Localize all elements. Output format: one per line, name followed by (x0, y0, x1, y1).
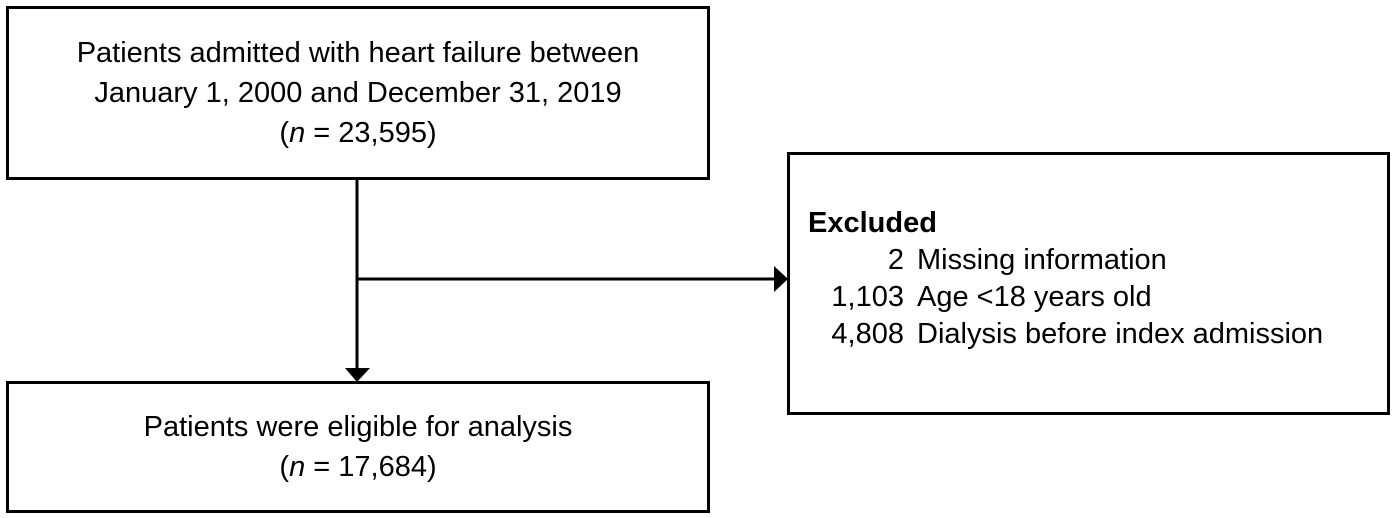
excluded-count: 2 (887, 244, 904, 276)
excluded-box: Excluded 2 Missing information 1,103 Age… (787, 152, 1390, 415)
arrow-right-icon (774, 266, 788, 292)
enrollment-line-1: Patients admitted with heart failure bet… (76, 37, 640, 69)
excluded-reason: Age <18 years old (917, 281, 1152, 313)
enrollment-count: (n = 23,595) (279, 117, 437, 149)
eligible-line-1: Patients were eligible for analysis (143, 411, 573, 443)
excluded-item: 2 Missing information (808, 242, 1323, 279)
enrollment-line-2: January 1, 2000 and December 31, 2019 (94, 77, 622, 109)
excluded-reason: Dialysis before index admission (917, 318, 1324, 350)
excluded-count: 1,103 (831, 281, 904, 313)
excluded-reason: Missing information (917, 244, 1167, 276)
eligible-count: (n = 17,684) (279, 451, 437, 483)
excluded-count: 4,808 (831, 318, 904, 350)
n-symbol: n (289, 117, 306, 149)
excluded-item: 1,103 Age <18 years old (808, 279, 1323, 316)
excluded-title: Excluded (808, 207, 937, 239)
n-symbol: n (289, 451, 306, 483)
enrollment-box: Patients admitted with heart failure bet… (6, 6, 710, 180)
arrow-down-icon (345, 368, 370, 382)
eligible-box: Patients were eligible for analysis (n =… (6, 381, 710, 513)
excluded-item: 4,808 Dialysis before index admission (808, 316, 1323, 353)
